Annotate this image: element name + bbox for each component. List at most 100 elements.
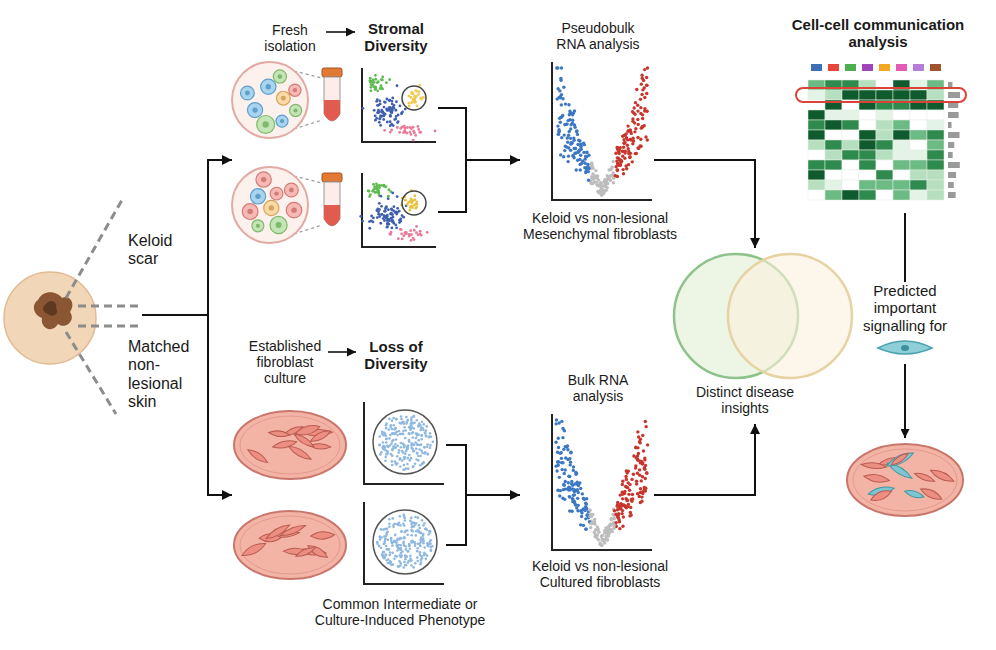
cluster-plot bbox=[383, 100, 386, 103]
cluster-plot bbox=[399, 104, 402, 107]
sample-dashes bbox=[78, 305, 138, 308]
uniform-plot bbox=[408, 545, 411, 548]
cluster-plot bbox=[372, 78, 375, 81]
cluster-plot bbox=[410, 101, 413, 104]
volcano-points bbox=[556, 66, 559, 69]
volcano-points bbox=[621, 525, 624, 528]
analysis-heading: Pseudobulk RNA analysis bbox=[553, 20, 643, 52]
uniform-plot bbox=[400, 442, 403, 445]
volcano-points bbox=[556, 464, 559, 467]
uniform-plot bbox=[397, 451, 400, 454]
volcano-points bbox=[560, 103, 563, 106]
volcano-points bbox=[579, 154, 582, 157]
volcano-points bbox=[621, 483, 624, 486]
uniform-plot bbox=[416, 547, 419, 550]
volcano-points bbox=[639, 487, 642, 490]
uniform-plot bbox=[388, 418, 391, 421]
volcano-points bbox=[595, 183, 598, 186]
uniform-plot bbox=[394, 427, 397, 430]
uniform-plot bbox=[396, 434, 399, 437]
uniform-plot bbox=[398, 430, 401, 433]
cluster-plot bbox=[410, 127, 413, 130]
uniform-plot bbox=[380, 451, 383, 454]
volcano-points bbox=[575, 472, 578, 475]
volcano-points bbox=[639, 441, 642, 444]
cluster-plot bbox=[387, 208, 390, 211]
uniform-plot bbox=[423, 552, 426, 555]
cluster-plot bbox=[383, 125, 436, 142]
cluster-plot bbox=[401, 238, 404, 241]
heatmap bbox=[948, 122, 952, 128]
cluster-plot bbox=[400, 232, 403, 235]
uniform-plot bbox=[385, 424, 388, 427]
cluster-plot bbox=[412, 139, 415, 142]
cluster-plot bbox=[386, 121, 389, 124]
heatmap bbox=[842, 110, 859, 120]
cell-sample bbox=[276, 222, 282, 228]
cluster-plot bbox=[408, 209, 411, 212]
uniform-plot bbox=[378, 435, 381, 438]
cluster-plot bbox=[373, 81, 376, 84]
uniform-plot bbox=[402, 522, 405, 525]
uniform-plot bbox=[384, 460, 387, 463]
heatmap bbox=[842, 140, 859, 150]
cluster-plot bbox=[388, 99, 391, 102]
volcano-points bbox=[562, 86, 565, 89]
cluster-plot bbox=[377, 111, 380, 114]
heatmap bbox=[876, 160, 893, 170]
volcano-points bbox=[566, 119, 569, 122]
volcano-points bbox=[616, 516, 619, 519]
volcano-points bbox=[561, 497, 564, 500]
heatmap bbox=[825, 160, 842, 170]
volcano-points bbox=[644, 477, 647, 480]
cluster-plot bbox=[367, 182, 392, 198]
volcano-points bbox=[569, 149, 572, 152]
cluster-plot bbox=[370, 89, 373, 92]
uniform-plot bbox=[425, 435, 428, 438]
volcano-points bbox=[558, 89, 561, 92]
uniform-plot bbox=[422, 542, 425, 545]
fibroblast-cells bbox=[919, 486, 943, 503]
volcano-points bbox=[634, 127, 637, 130]
volcano-points bbox=[619, 164, 622, 167]
flow-arrow bbox=[488, 494, 520, 496]
uniform-plot bbox=[415, 437, 418, 440]
uniform-plot bbox=[408, 433, 411, 436]
uniform-plot bbox=[415, 432, 418, 435]
uniform-plot bbox=[385, 456, 388, 459]
volcano-points bbox=[564, 102, 567, 105]
uniform-plot bbox=[385, 438, 388, 441]
volcano-points bbox=[596, 527, 599, 530]
fibroblast-cells bbox=[885, 450, 915, 470]
cluster-plot bbox=[376, 111, 379, 114]
volcano-points bbox=[625, 471, 628, 474]
uniform-plot bbox=[426, 542, 429, 545]
volcano-points bbox=[627, 503, 630, 506]
heatmap bbox=[808, 150, 825, 160]
volcano-points bbox=[623, 141, 626, 144]
volcano-points bbox=[627, 163, 630, 166]
uniform-plot bbox=[428, 436, 431, 439]
heatmap bbox=[859, 120, 876, 130]
uniform-plot bbox=[412, 450, 415, 453]
volcano-points bbox=[628, 155, 631, 158]
volcano-points bbox=[577, 149, 580, 152]
uniform-plot bbox=[407, 550, 410, 553]
cluster-plot bbox=[387, 195, 390, 198]
heatmap bbox=[808, 190, 825, 200]
uniform-plot bbox=[380, 528, 383, 531]
uniform-plot bbox=[402, 541, 405, 544]
heatmap bbox=[796, 88, 966, 102]
cluster-plot bbox=[411, 199, 414, 202]
uniform-plot bbox=[400, 530, 403, 533]
volcano-points bbox=[634, 152, 637, 155]
heatmap bbox=[948, 162, 960, 168]
volcano-points bbox=[587, 179, 590, 182]
uniform-plot bbox=[391, 517, 394, 520]
uniform-plot bbox=[389, 554, 392, 557]
volcano-points bbox=[601, 193, 604, 196]
volcano-points bbox=[555, 97, 558, 100]
cluster-plot bbox=[419, 97, 422, 100]
volcano-points bbox=[584, 502, 587, 505]
cluster-plot bbox=[386, 225, 389, 228]
